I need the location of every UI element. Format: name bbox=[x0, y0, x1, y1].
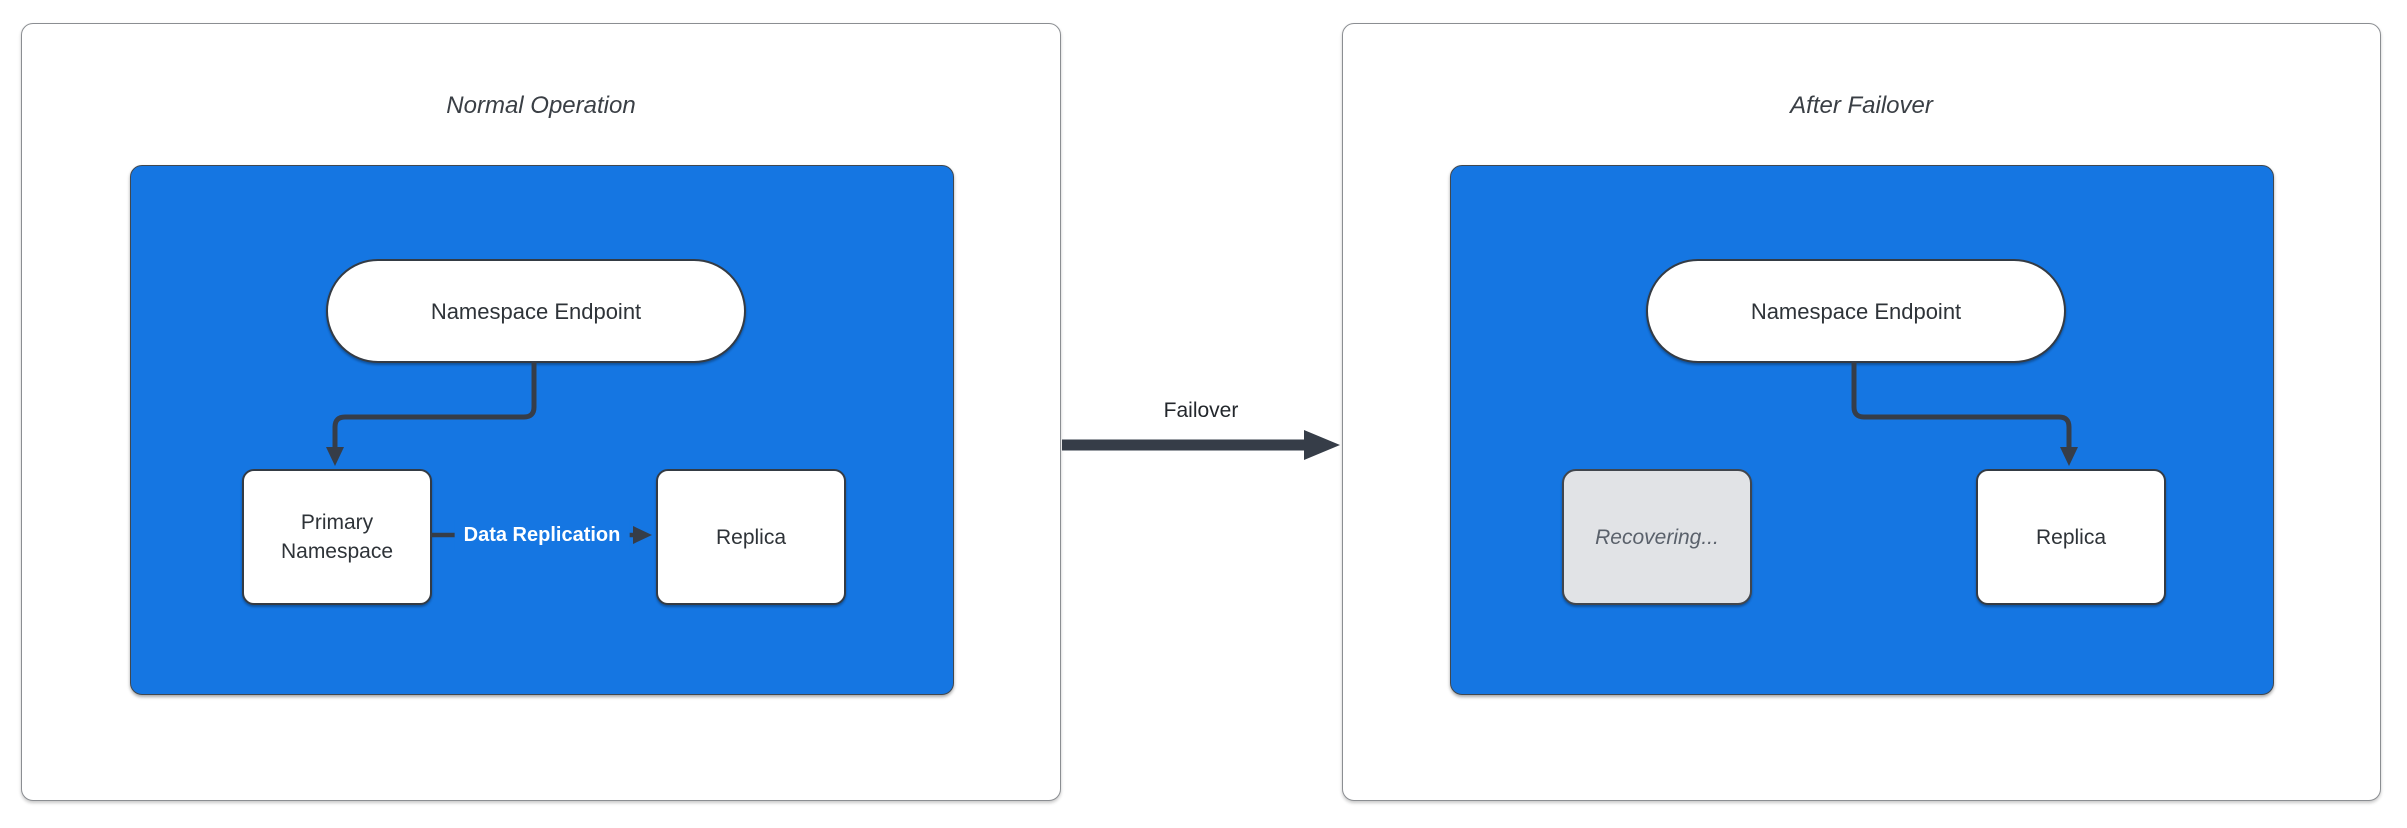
panel-normal-operation: Normal Operation Namespace Endpoint Prim… bbox=[21, 23, 1061, 801]
recovering-label: Recovering... bbox=[1595, 525, 1719, 549]
namespace-cluster: Namespace Endpoint Primary Namespace Rep… bbox=[130, 165, 954, 695]
namespace-endpoint-node: Namespace Endpoint bbox=[326, 259, 746, 363]
recovering-node: Recovering... bbox=[1562, 469, 1752, 605]
failover-arrow-label: Failover bbox=[1163, 399, 1239, 422]
panel-after-failover: After Failover Namespace Endpoint Recove… bbox=[1342, 23, 2381, 801]
data-replication-edge-label: Data Replication bbox=[454, 520, 630, 550]
primary-namespace-label: Primary Namespace bbox=[280, 511, 394, 563]
panel-title: After Failover bbox=[1790, 92, 1933, 119]
namespace-endpoint-label: Namespace Endpoint bbox=[1750, 298, 1962, 324]
namespace-endpoint-node: Namespace Endpoint bbox=[1646, 259, 2066, 363]
failover-arrow bbox=[1062, 430, 1340, 460]
namespace-cluster: Namespace Endpoint Recovering... Replica bbox=[1450, 165, 2274, 695]
replica-node: Replica bbox=[656, 469, 846, 605]
namespace-endpoint-label: Namespace Endpoint bbox=[430, 298, 642, 324]
replica-label: Replica bbox=[715, 525, 787, 549]
replica-node: Replica bbox=[1976, 469, 2166, 605]
primary-namespace-node: Primary Namespace bbox=[242, 469, 432, 605]
panel-title: Normal Operation bbox=[446, 92, 636, 119]
replica-label: Replica bbox=[2035, 525, 2107, 549]
